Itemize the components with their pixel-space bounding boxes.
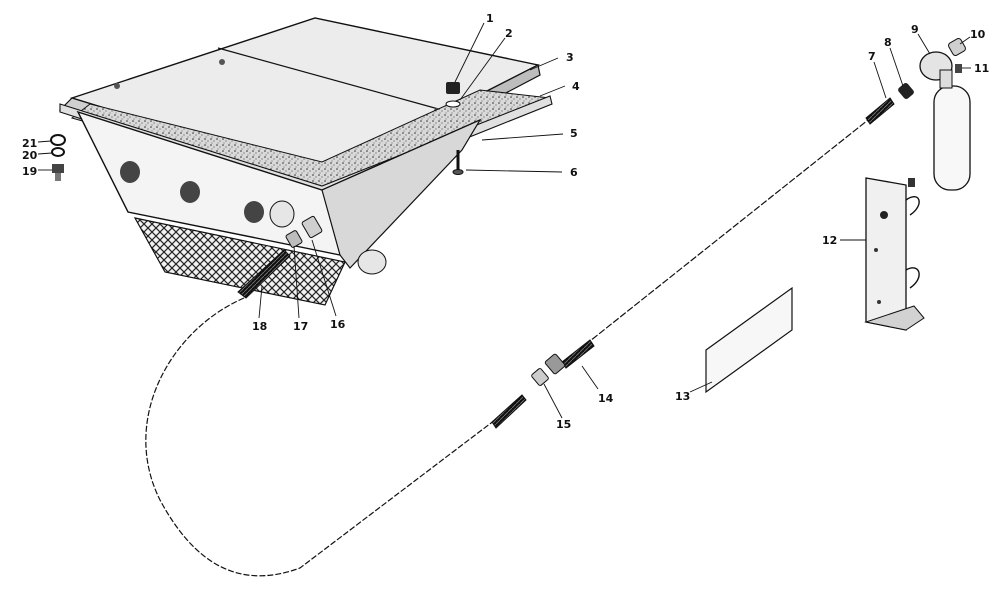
hose-end-7 [865,97,895,125]
body-port-cap [269,200,295,228]
decal-plate [705,286,793,394]
lock-washer-20 [51,147,65,157]
callout-label-10: 10 [970,28,986,41]
cap-nut [446,82,460,94]
callouts: 1 2 3 4 5 6 7 8 9 10 11 12 13 14 15 16 1… [22,12,989,431]
tray-frame [59,95,553,197]
callout-label-9: 9 [911,23,919,36]
callout-label-20: 20 [22,149,38,162]
callout-label-8: 8 [884,36,892,49]
hose-segment-15 [491,394,527,429]
cable-run [584,119,869,346]
cover-screw-hole [219,59,225,65]
cover-seam [217,47,443,111]
elbow-fitting-10 [948,38,966,56]
body-port-hole [180,181,200,203]
fitting-8 [898,83,914,99]
washer [445,100,461,108]
mounting-bracket [864,177,925,331]
elbow-fitting [285,230,303,248]
callout-label-1: 1 [486,12,494,25]
housing-side [321,118,482,269]
nozzle-fitting [301,215,323,239]
callout-label-19: 19 [22,165,37,178]
pin-11 [955,64,962,73]
callout-label-17: 17 [293,320,308,333]
callout-label-6: 6 [570,166,578,179]
mesh-screen [133,217,346,306]
valve-head-9 [919,51,953,89]
coupling-15 [531,353,566,386]
hose-segment-14 [561,339,595,369]
body-side-cap [357,249,387,275]
callout-label-15: 15 [556,418,571,431]
cover-screw-hole [114,83,120,89]
washer-21 [50,134,66,146]
body-port-hole [244,201,264,223]
housing-assembly [58,17,553,306]
bolt-19 [52,164,64,181]
callout-label-14: 14 [598,392,614,405]
callout-label-7: 7 [868,50,876,63]
extinguisher-cylinder [933,85,971,191]
callout-label-4: 4 [572,80,580,93]
callout-label-21: 21 [22,137,37,150]
callout-label-12: 12 [822,234,837,247]
callout-label-18: 18 [252,320,267,333]
flexible-hose [145,297,496,577]
callout-label-3: 3 [566,51,574,64]
body-port-hole [120,161,140,183]
callout-label-5: 5 [570,127,578,140]
callout-label-2: 2 [505,27,513,40]
callout-label-13: 13 [675,390,690,403]
callout-label-11: 11 [974,62,989,75]
hose-end-18 [237,249,291,299]
self-tapping-screw [452,150,464,175]
callout-label-16: 16 [330,318,346,331]
